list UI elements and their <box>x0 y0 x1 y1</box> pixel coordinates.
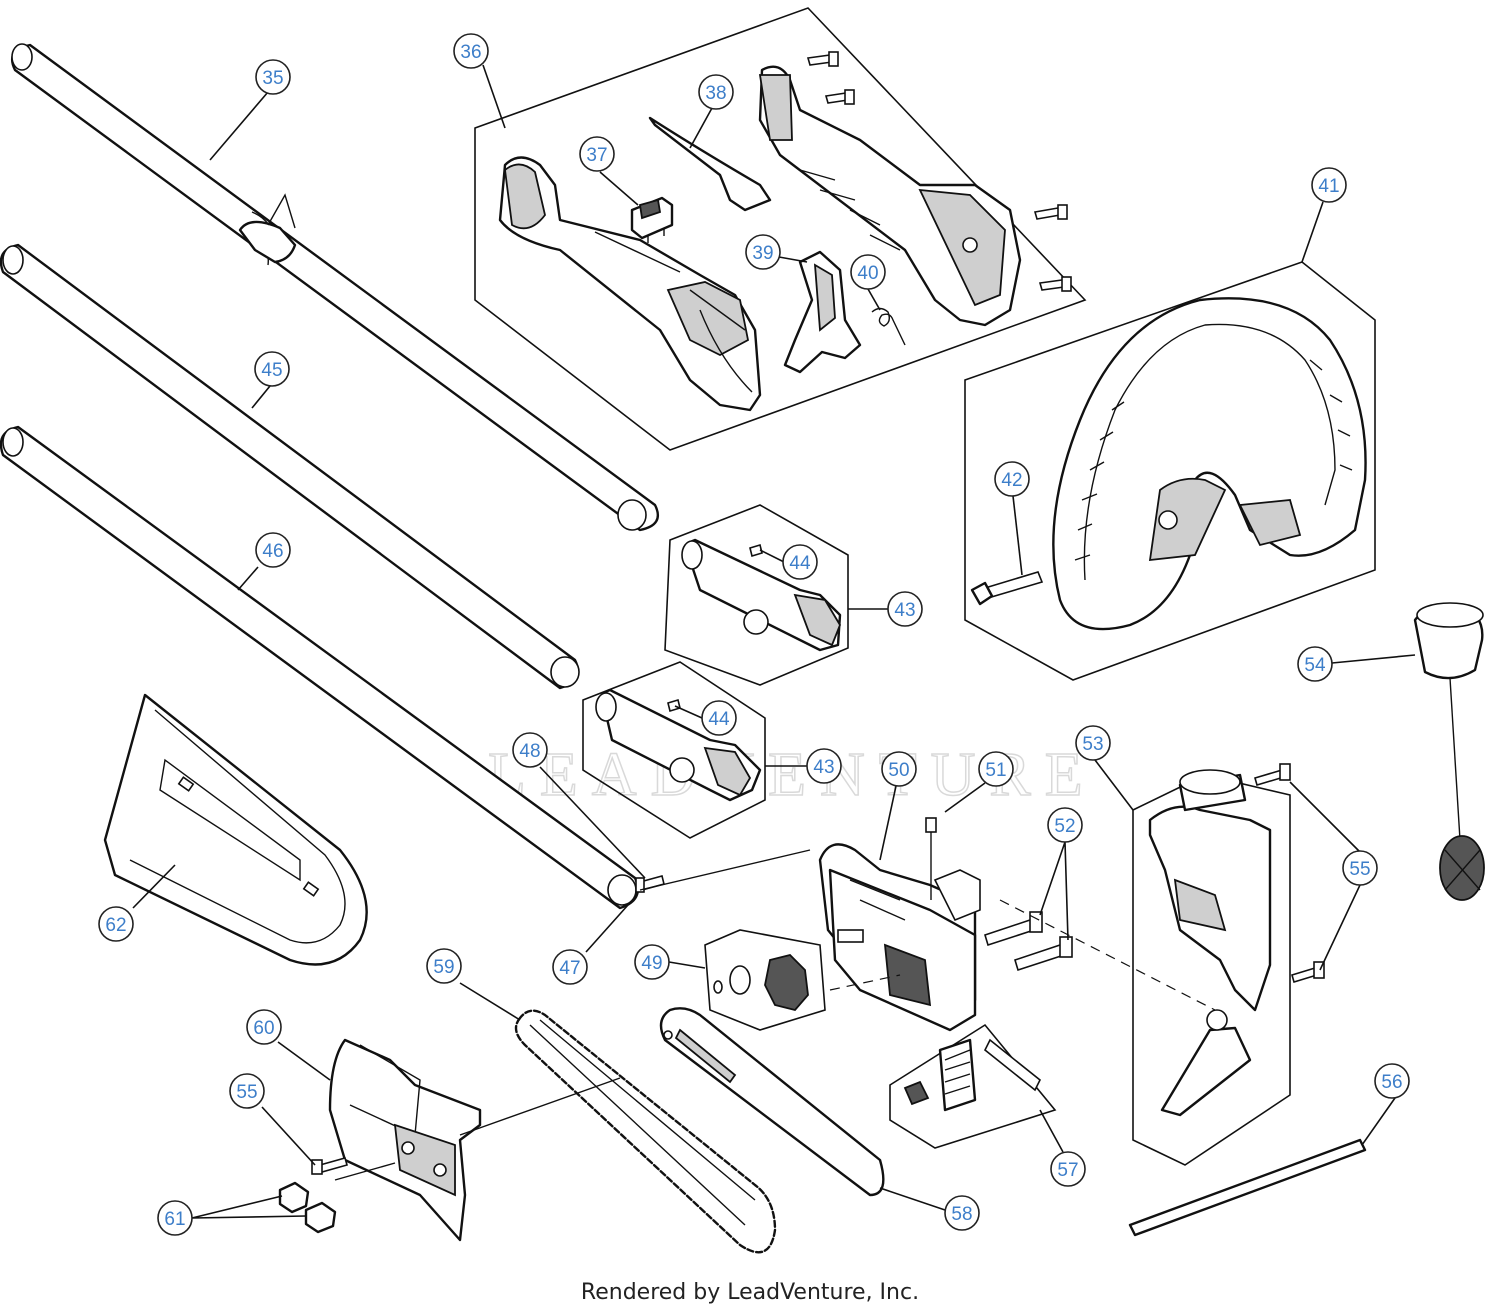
callout-label: 48 <box>519 741 540 762</box>
group-box-49 <box>704 929 826 1031</box>
callout-label: 40 <box>857 263 878 284</box>
callout-label: 56 <box>1381 1072 1402 1093</box>
bar-scabbard <box>103 693 368 966</box>
saw-chain <box>514 1009 777 1254</box>
callout-label: 62 <box>105 915 126 936</box>
callout-label: 37 <box>586 145 607 166</box>
callout-44-lower: 44 <box>701 700 737 736</box>
sprocket-cover <box>328 1038 482 1242</box>
callout-label: 41 <box>1318 176 1339 197</box>
trigger-spring <box>871 307 906 346</box>
callout-60: 60 <box>246 1009 282 1045</box>
group-box-43-lower <box>582 661 766 839</box>
callout-51: 51 <box>978 751 1014 787</box>
callout-37: 37 <box>579 136 615 172</box>
callout-label: 50 <box>888 760 909 781</box>
group-box-36 <box>474 7 1087 451</box>
coupler-upper <box>681 538 842 652</box>
callout-55-cover: 55 <box>229 1073 265 1109</box>
callout-label: 53 <box>1082 734 1103 755</box>
throttle-lockout <box>648 116 772 212</box>
callout-53: 53 <box>1075 725 1111 761</box>
callout-48: 48 <box>512 732 548 768</box>
handle-housing-left <box>498 156 762 412</box>
callout-47: 47 <box>552 949 588 985</box>
handle-bolt <box>970 571 1044 606</box>
callout-label: 59 <box>433 957 454 978</box>
callout-label: 46 <box>262 541 283 562</box>
callout-36: 36 <box>453 33 489 69</box>
gearbox-housing <box>818 843 981 1032</box>
callout-56: 56 <box>1374 1063 1410 1099</box>
callout-50: 50 <box>881 751 917 787</box>
oil-rod <box>1128 1138 1367 1237</box>
callout-41: 41 <box>1311 167 1347 203</box>
callout-label: 60 <box>253 1018 274 1039</box>
callout-label: 44 <box>789 553 811 574</box>
guide-bar <box>659 1007 885 1197</box>
cover-screw <box>311 1157 348 1175</box>
callout-label: 51 <box>985 760 1006 781</box>
j-handle <box>1052 297 1367 631</box>
gearbox-bolts <box>984 911 1073 972</box>
callout-61: 61 <box>157 1200 193 1236</box>
callout-label: 49 <box>641 953 662 974</box>
callout-label: 38 <box>705 83 726 104</box>
callout-label: 47 <box>559 958 580 979</box>
group-box-43-upper <box>664 504 849 686</box>
oil-cap <box>1413 602 1485 901</box>
callout-label: 57 <box>1057 1160 1078 1181</box>
middle-shaft-tube <box>0 243 580 690</box>
callout-43-upper: 43 <box>887 591 923 627</box>
callout-label: 55 <box>236 1082 257 1103</box>
rocker-switch <box>630 196 674 243</box>
callout-55-tank: 55 <box>1342 850 1378 886</box>
callout-35: 35 <box>255 59 291 95</box>
callout-label: 35 <box>262 68 283 89</box>
callout-label: 61 <box>164 1209 185 1230</box>
callout-62: 62 <box>98 906 134 942</box>
upper-shaft-tube <box>10 43 660 532</box>
callout-label: 45 <box>261 360 282 381</box>
callout-59: 59 <box>426 948 462 984</box>
callout-44-upper: 44 <box>782 544 818 580</box>
callout-label: 43 <box>813 757 834 778</box>
callout-46: 46 <box>255 532 291 568</box>
callout-label: 54 <box>1304 655 1326 676</box>
callout-39: 39 <box>745 234 781 270</box>
alignment-lines <box>334 849 1216 1181</box>
callout-57: 57 <box>1050 1151 1086 1187</box>
tank-screws <box>1254 763 1325 984</box>
group-box-57 <box>889 1023 1057 1149</box>
callout-54: 54 <box>1297 646 1333 682</box>
chain-tensioner <box>903 1038 1042 1112</box>
gearbox-screw-vertical <box>925 817 937 900</box>
callout-label: 43 <box>894 600 915 621</box>
callout-43-lower: 43 <box>806 748 842 784</box>
callout-label: 42 <box>1001 470 1022 491</box>
callout-42: 42 <box>994 461 1030 497</box>
callout-label: 52 <box>1054 816 1075 837</box>
callout-52: 52 <box>1047 807 1083 843</box>
throttle-trigger <box>783 250 862 374</box>
cover-nuts <box>278 1181 337 1234</box>
callout-38: 38 <box>698 74 734 110</box>
callout-58: 58 <box>944 1195 980 1231</box>
housing-screws <box>806 51 1072 292</box>
callout-label: 39 <box>752 243 773 264</box>
oil-tank <box>1148 769 1272 1117</box>
footer-credit: Rendered by LeadVenture, Inc. <box>580 1280 920 1305</box>
handle-housing-right <box>758 65 1022 327</box>
callout-49: 49 <box>634 944 670 980</box>
drive-sprocket <box>713 954 809 1012</box>
callout-40: 40 <box>850 254 886 290</box>
coupler-lower <box>595 688 762 802</box>
callout-label: 55 <box>1349 859 1370 880</box>
leader-lines <box>132 64 1416 1219</box>
callout-label: 58 <box>951 1204 972 1225</box>
callout-45: 45 <box>254 351 290 387</box>
callout-label: 44 <box>708 709 730 730</box>
callout-label: 36 <box>460 42 481 63</box>
